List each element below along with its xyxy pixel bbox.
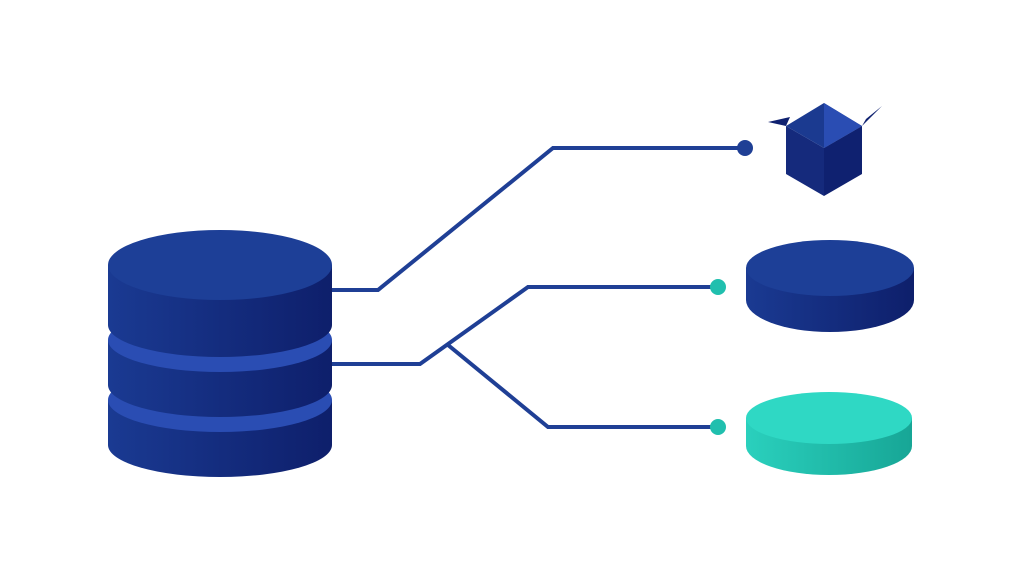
database-stack-icon — [108, 230, 332, 477]
connector-dot-cube — [737, 140, 753, 156]
cube-flap-right — [862, 106, 882, 126]
blue-disk-icon — [746, 240, 914, 332]
database-layer-top-cap — [108, 230, 332, 300]
connector-lines — [332, 146, 745, 429]
teal-disk-top — [746, 392, 912, 444]
connector-to-blue-disk — [332, 285, 718, 366]
connector-dots — [710, 140, 753, 435]
connector-dot-blue-disk — [710, 279, 726, 295]
cube-face-highlight — [824, 103, 862, 148]
connector-to-teal-disk — [446, 343, 718, 429]
teal-disk-icon — [746, 392, 912, 475]
connector-dot-teal-disk — [710, 419, 726, 435]
connector-to-cube — [332, 146, 745, 292]
hexagon-cube-icon — [768, 103, 882, 196]
blue-disk-top — [746, 240, 914, 296]
cube-face-right — [824, 126, 862, 196]
cube-face-left — [786, 126, 824, 196]
cube-flap-left — [768, 117, 790, 126]
